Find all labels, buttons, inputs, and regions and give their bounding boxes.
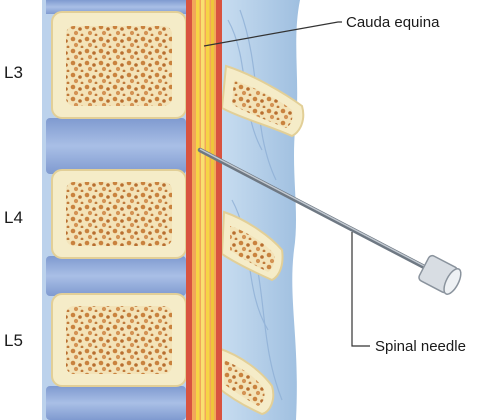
cauda-equina-label: Cauda equina (346, 14, 440, 31)
disc-l4-l5 (46, 256, 186, 296)
label-l4: L4 (4, 208, 23, 227)
spinal-needle-leader (352, 232, 370, 346)
needle-hub (418, 254, 465, 296)
spinal-needle-label: Spinal needle (375, 338, 466, 355)
disc-l3-l4 (46, 118, 186, 174)
vertebral-bodies (52, 12, 186, 386)
label-l5: L5 (4, 331, 23, 350)
spinal-canal (186, 0, 222, 420)
disc-l5-s1 (46, 386, 186, 420)
label-l3: L3 (4, 63, 23, 82)
